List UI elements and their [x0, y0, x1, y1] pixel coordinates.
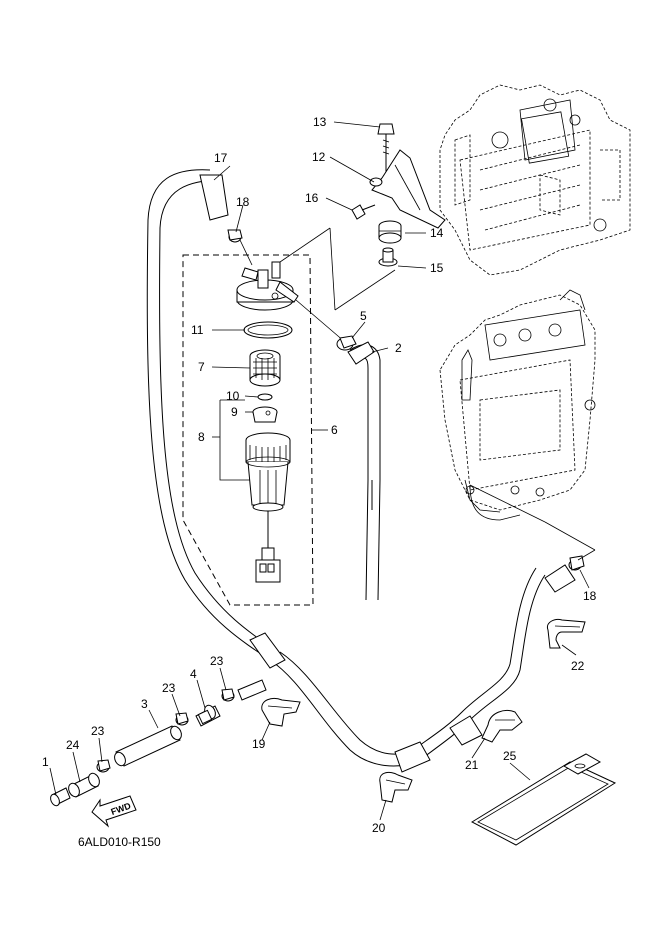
callout-6: 6 — [331, 423, 338, 437]
diagram-code: 6ALD010-R150 — [78, 835, 161, 849]
callout-14: 14 — [430, 226, 444, 240]
callout-3: 3 — [141, 697, 148, 711]
callout-22: 22 — [571, 659, 585, 673]
part-10 — [257, 393, 273, 401]
callout-9: 9 — [231, 405, 238, 419]
engine-upper-block — [439, 84, 631, 276]
fitting-1 — [50, 787, 71, 807]
hose-3 — [114, 725, 182, 767]
callout-16: 16 — [305, 191, 319, 205]
callout-23-b: 23 — [162, 681, 176, 695]
joint-24 — [68, 772, 100, 798]
callout-18-upper: 18 — [236, 195, 250, 209]
callout-19: 19 — [252, 737, 266, 751]
callout-23-a: 23 — [91, 724, 105, 738]
callout-labels: 1 2 3 4 5 6 7 8 9 10 11 12 13 14 15 16 1… — [42, 115, 597, 835]
clamp-18-upper — [227, 229, 253, 266]
bolt-16 — [351, 204, 376, 220]
callout-23-c: 23 — [210, 654, 224, 668]
callout-13: 13 — [313, 115, 327, 129]
callout-18-right: 18 — [583, 589, 597, 603]
callout-2: 2 — [395, 341, 402, 355]
filter-head — [236, 261, 299, 311]
joint-4 — [195, 704, 221, 727]
filter-bowl-8 — [245, 432, 291, 583]
hose-main-lower — [249, 564, 576, 773]
callout-1: 1 — [42, 755, 49, 769]
fuel-filter-assembly — [182, 254, 314, 606]
clip-20 — [379, 771, 413, 803]
clamp-23-c — [221, 688, 235, 702]
callout-7: 7 — [198, 360, 205, 374]
collar-15 — [378, 247, 398, 267]
callout-11: 11 — [191, 323, 204, 337]
float-9 — [252, 406, 278, 423]
pad-25 — [470, 753, 617, 846]
callout-8: 8 — [198, 430, 205, 444]
leader-lines — [49, 121, 590, 821]
callout-10: 10 — [226, 389, 240, 403]
callout-20: 20 — [372, 821, 386, 835]
callout-12: 12 — [312, 150, 326, 164]
fwd-arrow-icon: FWD — [91, 795, 137, 828]
hose-17 — [146, 169, 279, 661]
clamp-23-b — [175, 712, 189, 726]
grommet-14 — [378, 220, 402, 244]
clip-19 — [261, 697, 301, 727]
callout-4: 4 — [190, 667, 197, 681]
clamp-5 — [336, 335, 357, 351]
hose-2 — [347, 341, 381, 601]
bracket-12 — [369, 149, 446, 229]
callout-24: 24 — [66, 738, 80, 752]
callout-15: 15 — [430, 261, 444, 275]
callout-25: 25 — [503, 749, 517, 763]
filter-element-7 — [249, 349, 281, 387]
callout-5: 5 — [360, 309, 367, 323]
clamp-18-right — [568, 555, 585, 571]
clamp-23-a — [96, 759, 111, 773]
callout-17: 17 — [214, 151, 228, 165]
engine-lower-block — [439, 289, 596, 521]
bolt-13 — [377, 123, 395, 172]
clip-22 — [546, 619, 586, 649]
clip-21 — [481, 710, 523, 743]
callout-21: 21 — [465, 758, 479, 772]
o-ring-11 — [243, 321, 293, 339]
